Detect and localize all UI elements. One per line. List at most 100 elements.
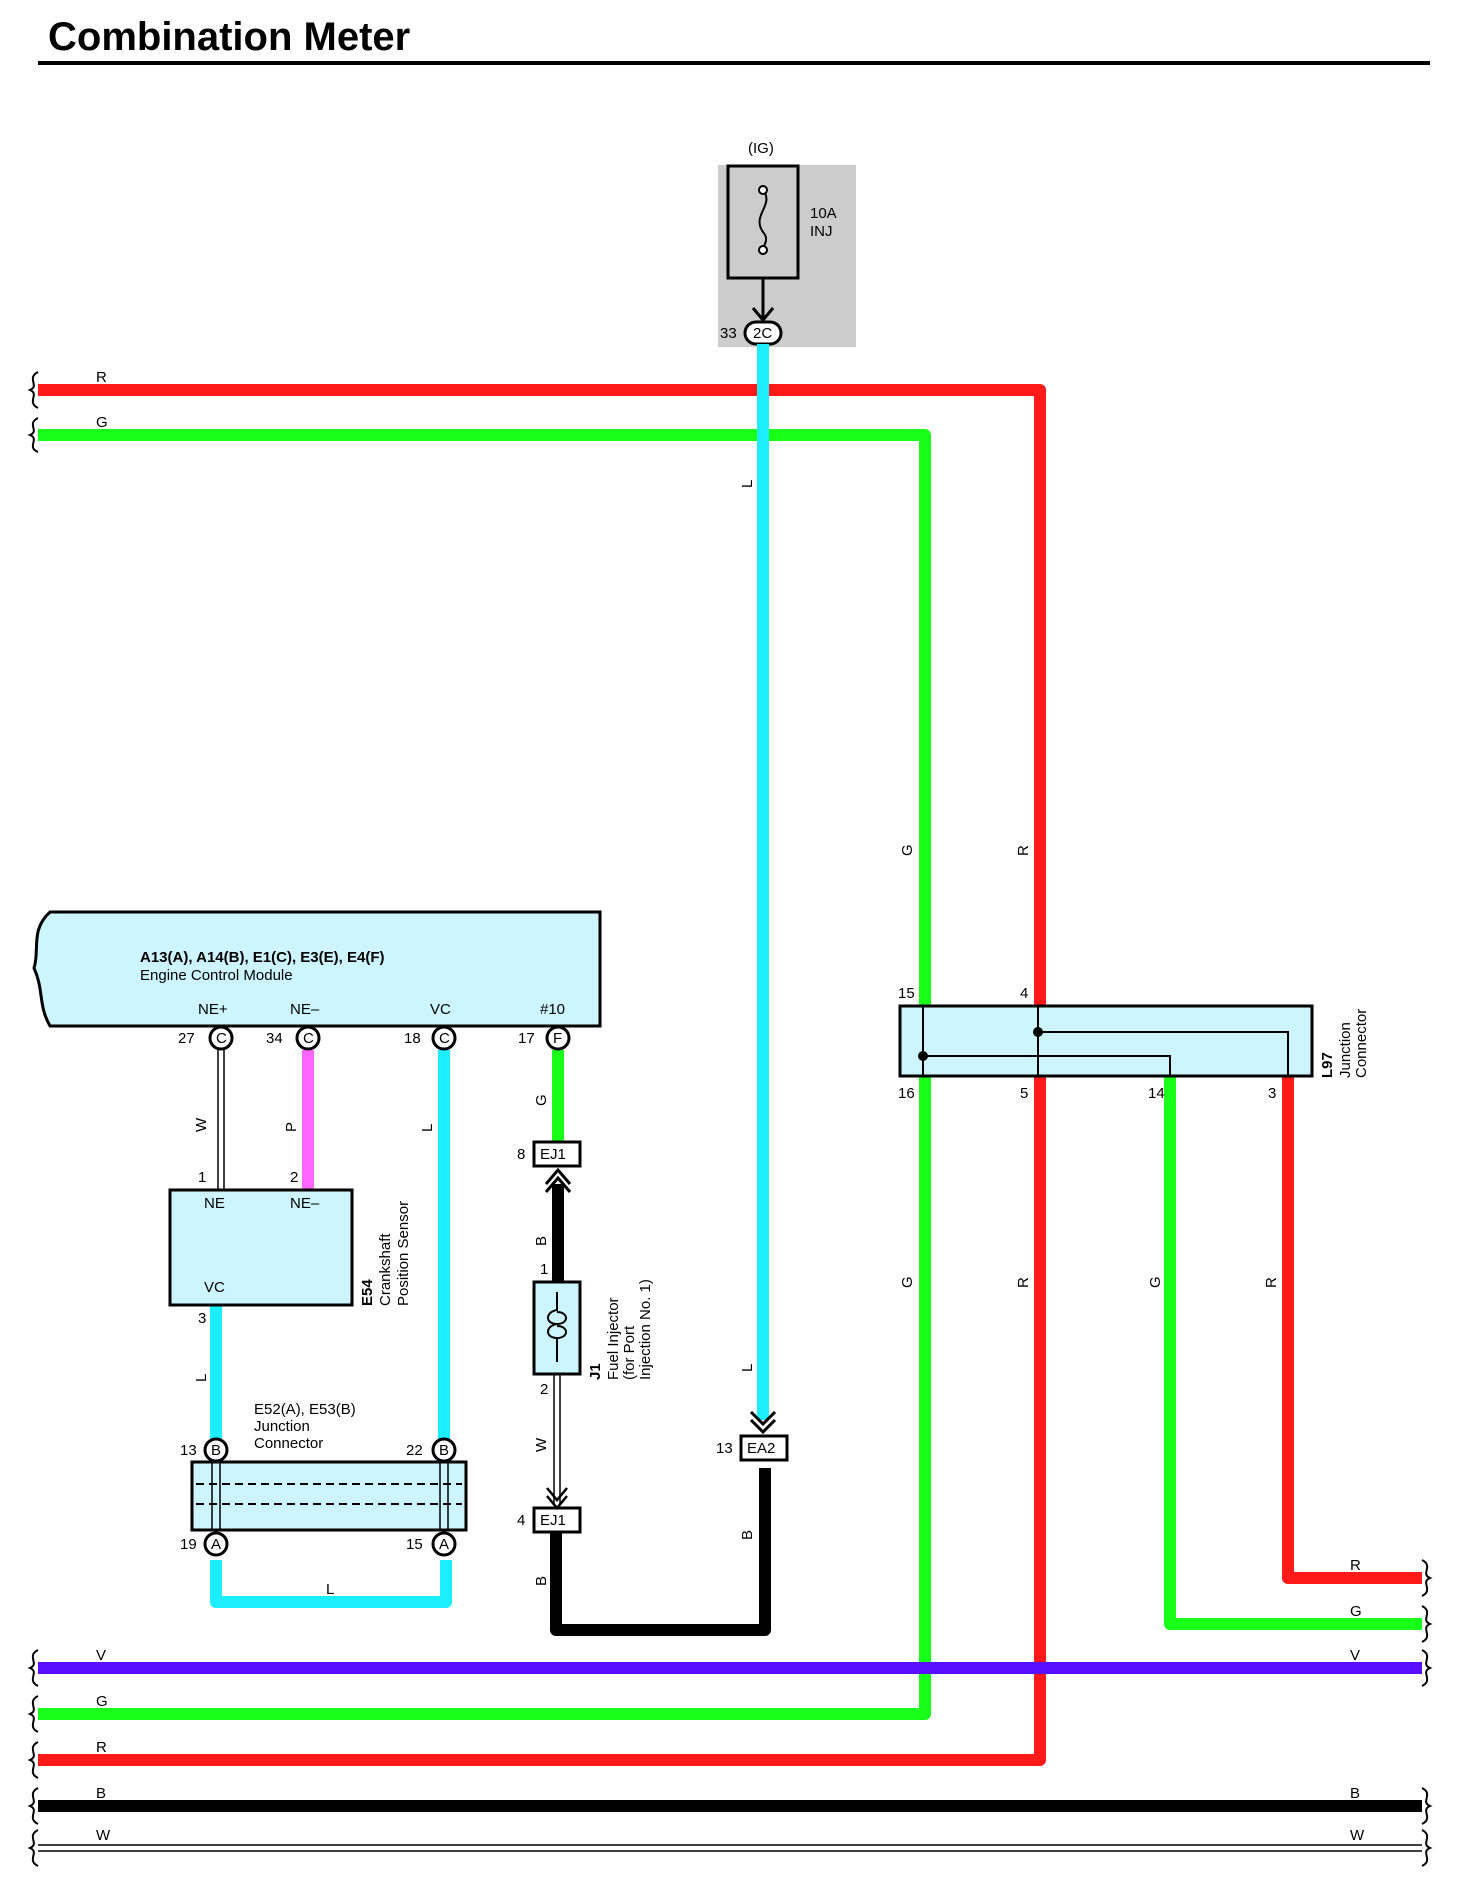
fuse-box-shade [718,165,856,347]
crank-sensor-terminal-ne-minus: NE– [290,1195,320,1212]
ecm-block: A13(A), A14(B), E1(C), E3(E), E4(F) Engi… [32,910,602,1051]
label-top-r: R [96,369,107,386]
ecm-pin-34 [295,1025,321,1051]
ej1-top-name: EJ1 [540,1146,566,1163]
jc-e52-pin-15-number: 15 [406,1536,423,1553]
crank-sensor-pin-3: 3 [198,1310,206,1327]
ecm-pin-27 [208,1025,234,1051]
ej1-bottom-name: EJ1 [540,1512,566,1529]
break-mark-top-r [27,371,39,409]
label-l-fuse: L [739,480,756,488]
ej1-top-pin: 8 [517,1146,525,1163]
label-l-vc: L [419,1124,436,1132]
label-br-w: W [1350,1827,1365,1844]
fuse-rating: 10A [810,205,837,222]
jc-e52-ids: E52(A), E53(B) [254,1401,356,1418]
ecm-terminal-vc: VC [430,1001,451,1018]
wire-r-l97-3 [1282,1075,1422,1584]
jc-l97-id: L97 [1319,1052,1336,1078]
ecm-outline [32,910,602,1028]
jc-e52-pin-22-number: 22 [406,1442,423,1459]
label-top-g: G [96,414,108,431]
injector-name-1: Fuel Injector [605,1297,622,1380]
wire-l-jc-loop [210,1560,452,1608]
ea2-connector [739,1434,789,1462]
ea2-arrow-icon [749,1410,777,1427]
jc-l97-name-1: Junction [1337,1022,1354,1078]
jc-e52-pin-19 [203,1531,229,1557]
label-bl-r: R [96,1739,107,1756]
label-r-5: R [1015,1277,1032,1288]
jc-e52-outline [190,1460,468,1532]
page-title: Combination Meter [48,15,410,59]
injector-pin-2: 2 [540,1381,548,1398]
jc-e52-name-1: Junction [254,1418,310,1435]
injector-pin-1: 1 [540,1261,548,1278]
wire-g-loop [38,429,931,1720]
label-p-ne-minus: P [283,1122,300,1132]
jc-l97-outline [898,1004,1314,1078]
label-b-ej1-out: B [533,1576,550,1586]
jc-l97-pin-16: 16 [898,1085,915,1102]
fuse-supply-label: (IG) [748,140,774,157]
jc-e52-pin-22-conn: B [439,1442,449,1459]
label-g-16: G [899,1276,916,1288]
break-mark-top-g [27,417,39,453]
ej1-top-arrow2-icon [544,1175,572,1193]
ej1-connectors: EJ1 8 EJ1 4 [517,1140,582,1534]
crank-sensor-id: E54 [359,1279,376,1306]
label-w-injector: W [533,1437,550,1452]
jc-e52-block: E52(A), E53(B) Junction Connector B 13 B… [180,1401,468,1557]
ecm-pin-18 [431,1025,457,1051]
crank-sensor-name-1: Crankshaft [377,1233,394,1306]
label-r-up: R [1015,845,1032,856]
break-mark-bl-v [27,1649,39,1687]
ej1-top-arrow-icon [544,1167,572,1185]
crank-sensor-block: NE NE– VC 1 2 3 E54 Crankshaft Position … [168,1169,412,1327]
break-mark-br-b [1421,1787,1433,1825]
ecm-ids: A13(A), A14(B), E1(C), E3(E), E4(F) [140,949,384,966]
label-b-injector: B [533,1236,550,1246]
ecm-pin-17-number: 17 [518,1030,535,1047]
ecm-pin-34-conn: C [303,1030,314,1047]
break-mark-bl-b [27,1787,39,1825]
injector-name-2: (for Port [621,1325,638,1380]
jc-e52-pin-22 [431,1437,457,1463]
ecm-pin-18-conn: C [439,1030,450,1047]
label-bl-v: V [96,1647,106,1664]
jc-e52-pin-19-conn: A [211,1536,221,1553]
break-mark-bl-r [27,1741,39,1779]
fuse-connector-pin: 33 [720,325,737,342]
crank-sensor-pin-2: 2 [290,1169,298,1186]
jc-e52-name-2: Connector [254,1435,323,1452]
injector-block: 1 2 J1 Fuel Injector (for Port Injection… [532,1261,654,1398]
injector-coil-icon [547,1292,567,1362]
ecm-pin-34-number: 34 [266,1030,283,1047]
jc-l97-name-2: Connector [1353,1009,1370,1078]
jc-e52-pin-13-number: 13 [180,1442,197,1459]
label-g-10: G [533,1094,550,1106]
vertical-wire-labels: L L G R G R G R W P L G L L B W B B [193,480,1280,1598]
break-mark-br-g [1421,1605,1433,1643]
wire-b-ej1-ea2 [550,1468,771,1636]
ecm-terminal-ne-plus: NE+ [198,1001,228,1018]
crank-sensor-terminal-vc: VC [204,1279,225,1296]
ecm-name: Engine Control Module [140,967,293,984]
break-mark-bl-w [27,1829,39,1867]
jc-l97-pin-5: 5 [1020,1085,1028,1102]
ecm-pin-18-number: 18 [404,1030,421,1047]
crank-sensor-pin-1: 1 [198,1169,206,1186]
jc-l97-node-g [918,1051,928,1061]
fuse-terminal-top [758,185,768,195]
bus-labels: R G V G R B W R G V B W [96,369,1365,1844]
ea2-name: EA2 [747,1440,775,1457]
break-mark-br-r [1421,1559,1433,1597]
ea2-connector-block: EA2 13 [716,1410,789,1462]
crank-sensor-name-2: Position Sensor [395,1201,412,1306]
jc-l97-link-r [1037,1006,1289,1076]
wires [38,344,1422,1852]
label-r-3: R [1263,1277,1280,1288]
fuse-arrow-icon [751,307,775,323]
ecm-pin-17-conn: F [553,1030,562,1047]
